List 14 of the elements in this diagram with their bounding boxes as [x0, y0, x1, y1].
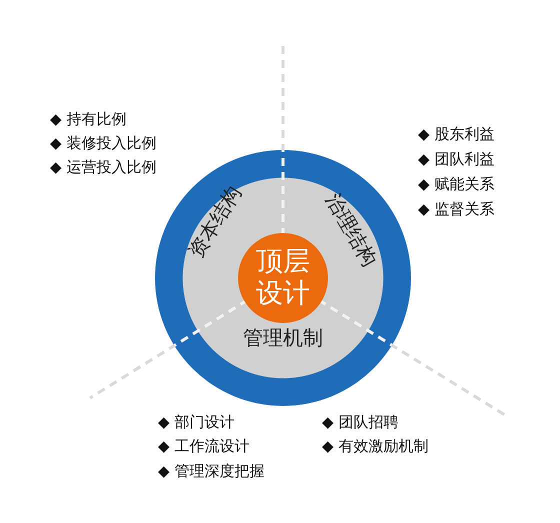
bullet-item: ◆ 团队招聘 [322, 413, 398, 431]
bullet-item: ◆ 团队利益 [418, 150, 494, 168]
bullet-item: ◆ 股东利益 [418, 125, 494, 143]
bullet-item: ◆ 工作流设计 [158, 437, 250, 455]
bullet-item: ◆ 装修投入比例 [50, 134, 156, 152]
bullet-item: ◆ 有效激励机制 [322, 437, 428, 455]
bullet-item: ◆ 部门设计 [158, 413, 234, 431]
bullet-item: ◆ 监督关系 [418, 200, 494, 218]
bullet-item: ◆ 运营投入比例 [50, 158, 156, 176]
center-circle: 顶层设计 [238, 233, 328, 323]
bullet-item: ◆ 管理深度把握 [158, 462, 264, 480]
bullet-item: ◆ 持有比例 [50, 110, 126, 128]
segment-label: 管理机制 [243, 324, 323, 352]
bullet-item: ◆ 赋能关系 [418, 175, 494, 193]
